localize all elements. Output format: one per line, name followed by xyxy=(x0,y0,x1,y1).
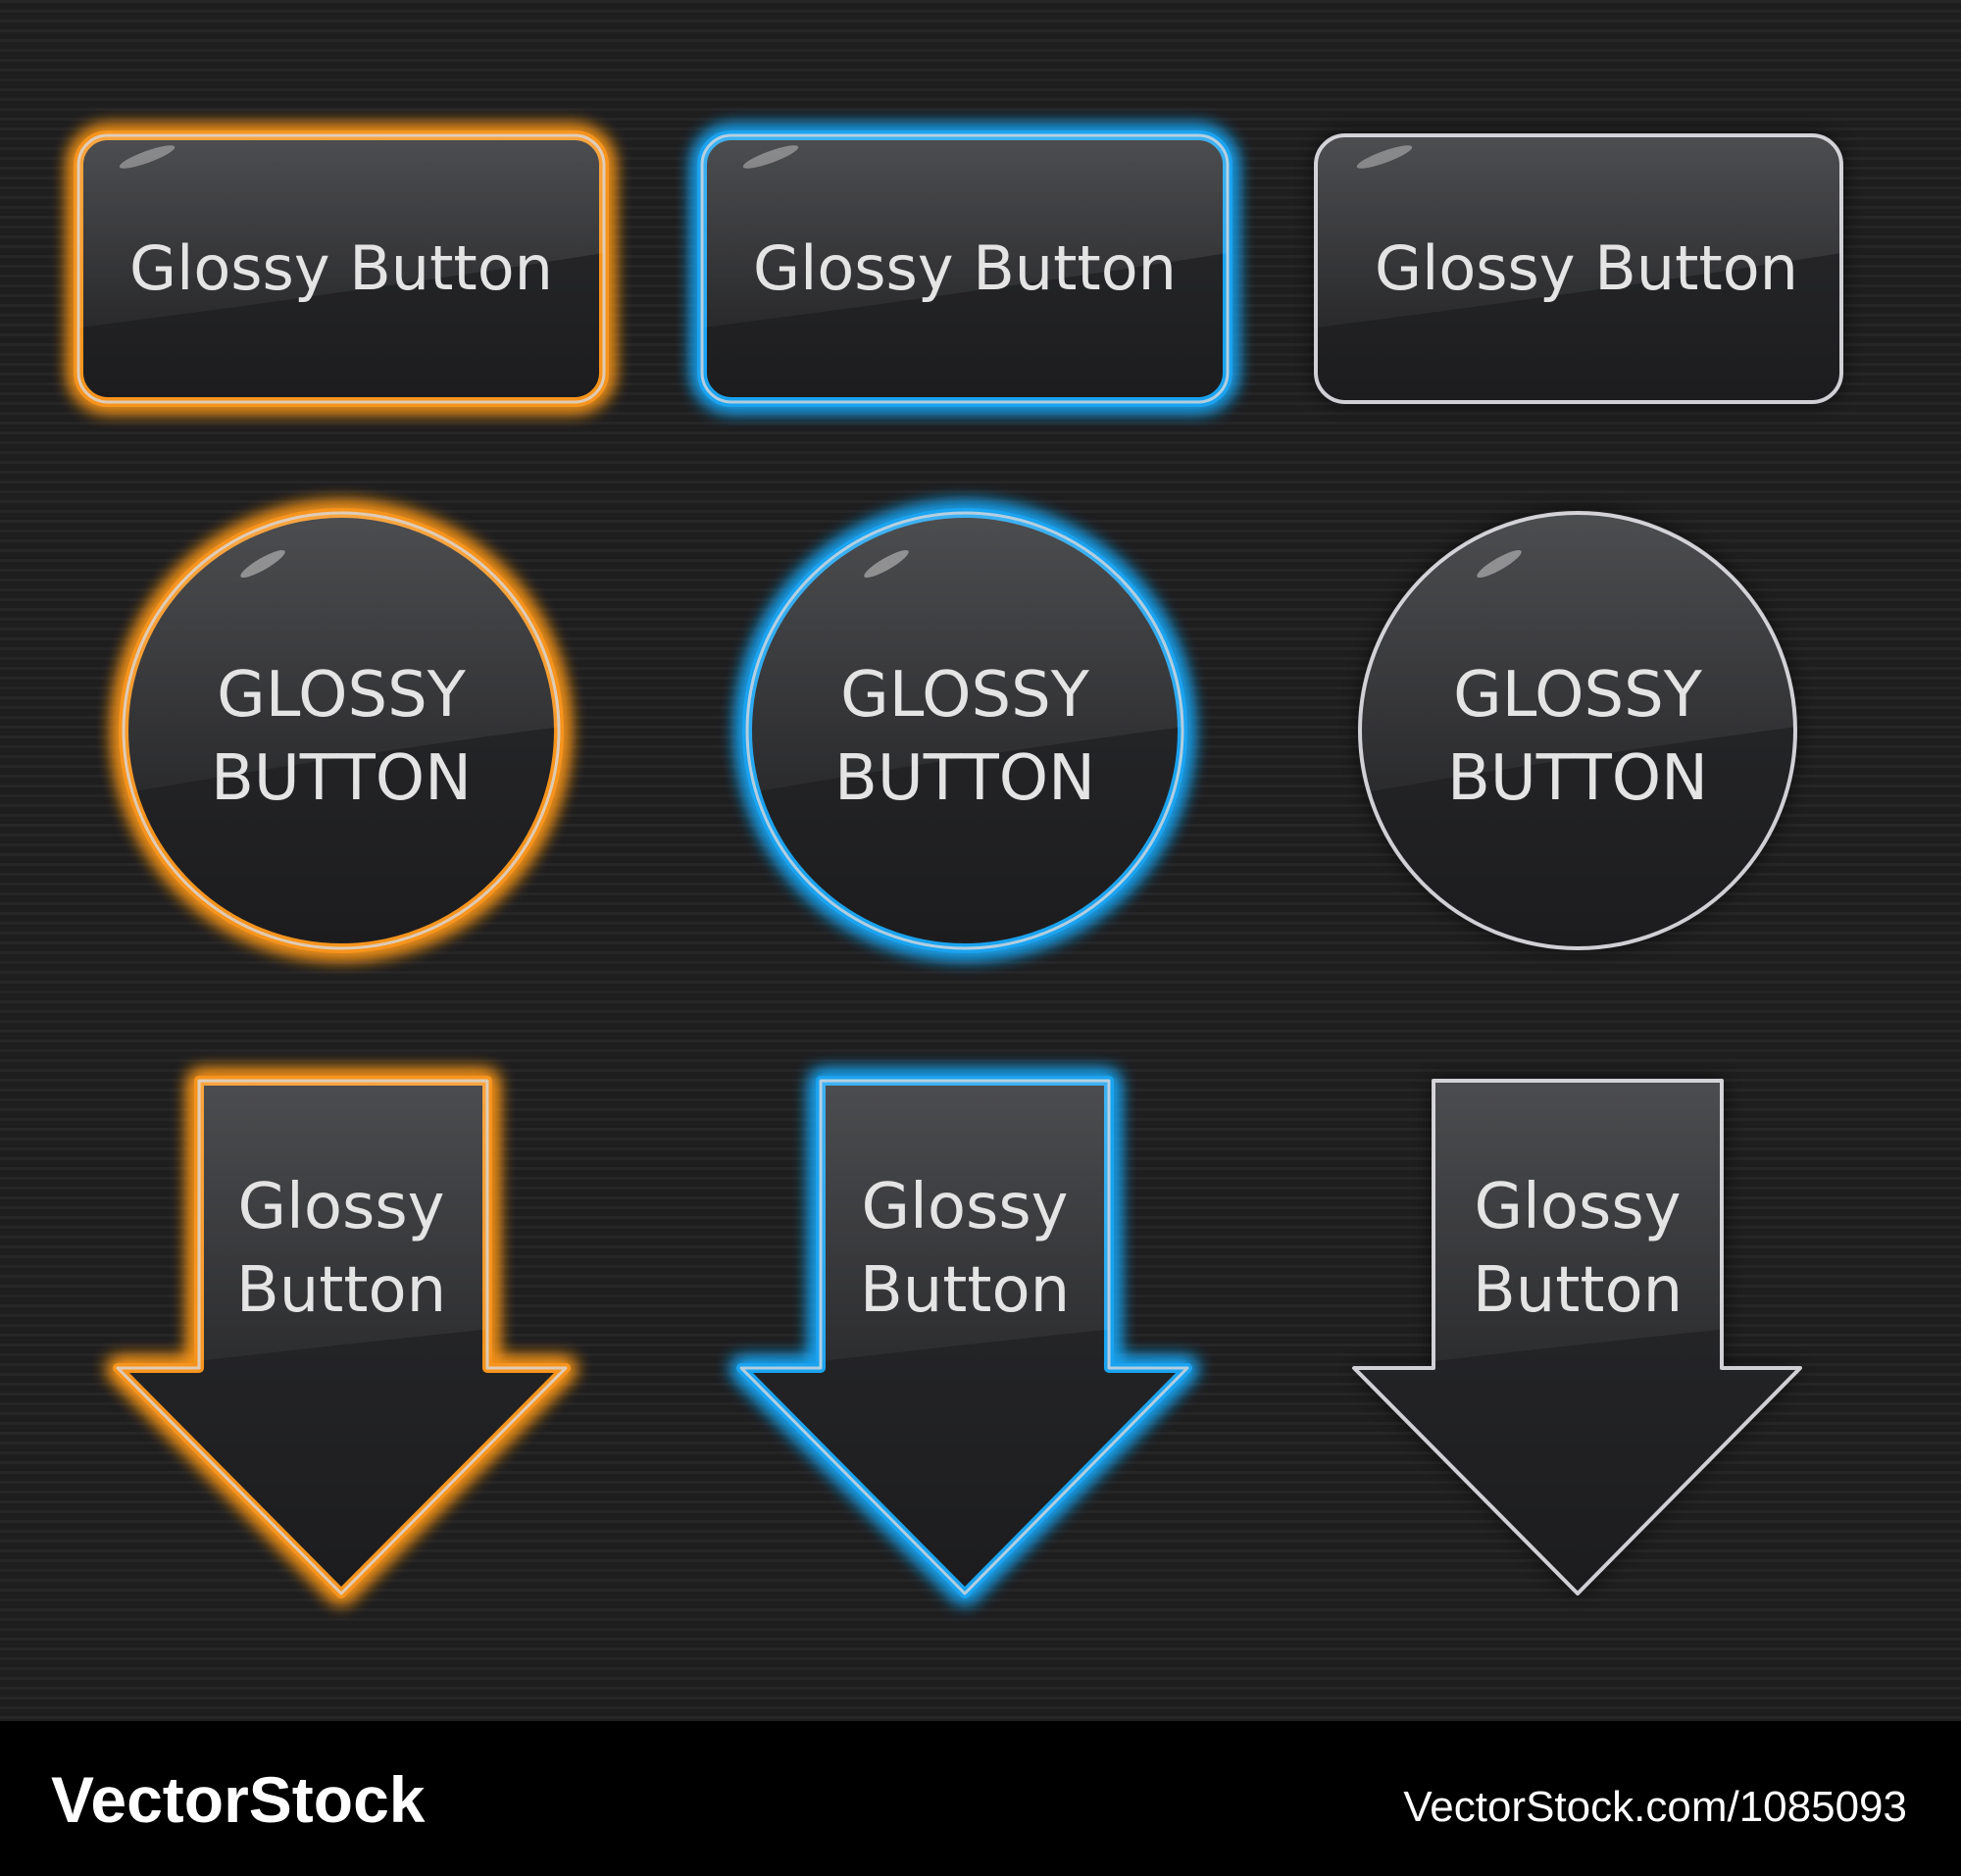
arrow-button-orange[interactable]: Glossy Button xyxy=(98,1069,588,1602)
rect-button-blue[interactable]: Glossy Button xyxy=(694,127,1235,410)
footer-logo: VectorStock xyxy=(51,1763,426,1836)
arrow-button-orange-line2: Button xyxy=(236,1254,446,1327)
circle-button-orange-line2: BUTTON xyxy=(211,742,472,815)
circle-button-blue-line2: BUTTON xyxy=(834,742,1095,815)
arrow-button-silver-line1: Glossy xyxy=(1474,1171,1681,1243)
circle-button-orange-line1: GLOSSY xyxy=(217,659,467,732)
arrow-button-blue-line2: Button xyxy=(860,1254,1070,1327)
arrow-button-silver-line2: Button xyxy=(1473,1254,1683,1327)
circle-button-blue[interactable]: GLOSSY BUTTON xyxy=(738,504,1192,957)
arrow-button-silver[interactable]: Glossy Button xyxy=(1334,1069,1825,1596)
rect-button-silver[interactable]: Glossy Button xyxy=(1314,133,1843,404)
footer-bar xyxy=(0,1721,1961,1876)
rect-button-blue-label: Glossy Button xyxy=(753,232,1177,304)
circle-button-silver[interactable]: GLOSSY BUTTON xyxy=(1354,510,1805,950)
circle-button-silver-line1: GLOSSY xyxy=(1453,659,1703,732)
arrow-button-blue[interactable]: Glossy Button xyxy=(722,1069,1212,1602)
arrow-button-orange-line1: Glossy xyxy=(237,1171,444,1243)
circle-button-blue-line1: GLOSSY xyxy=(840,659,1090,732)
rect-button-silver-label: Glossy Button xyxy=(1375,232,1798,304)
circle-button-silver-line2: BUTTON xyxy=(1447,742,1708,815)
circle-button-orange[interactable]: GLOSSY BUTTON xyxy=(115,504,569,957)
arrow-button-blue-line1: Glossy xyxy=(861,1171,1068,1243)
rect-button-orange-label: Glossy Button xyxy=(129,232,553,304)
rect-button-orange[interactable]: Glossy Button xyxy=(71,127,612,410)
footer-url[interactable]: VectorStock.com/1085093 xyxy=(1403,1783,1907,1831)
